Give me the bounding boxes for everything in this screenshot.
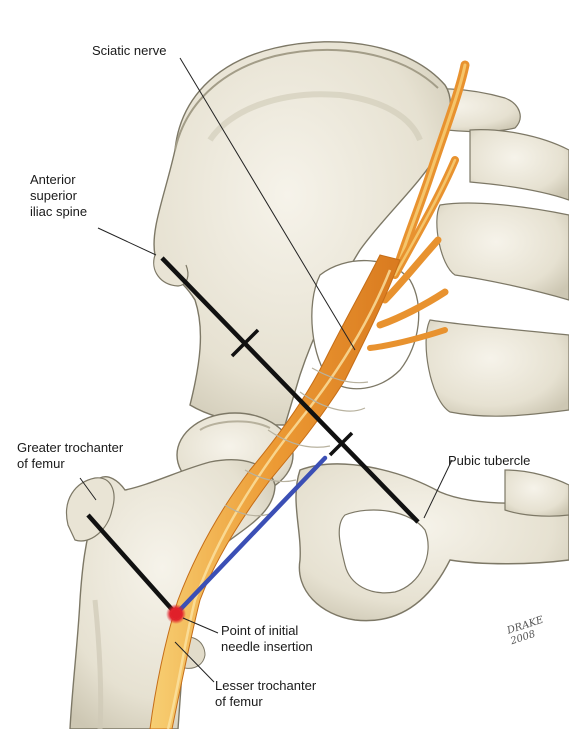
label-greater-trochanter-line1: Greater trochanter (17, 440, 123, 456)
label-asis-line1: Anterior (30, 172, 87, 188)
label-insertion-point-line1: Point of initial (221, 623, 313, 639)
label-lesser-trochanter-line1: Lesser trochanter (215, 678, 316, 694)
label-sciatic-nerve: Sciatic nerve (92, 43, 166, 59)
label-insertion-point: Point of initial needle insertion (221, 623, 313, 655)
label-asis: Anterior superior iliac spine (30, 172, 87, 220)
label-pubic-tubercle: Pubic tubercle (448, 453, 530, 469)
label-insertion-point-line2: needle insertion (221, 639, 313, 655)
label-lesser-trochanter: Lesser trochanter of femur (215, 678, 316, 710)
label-asis-line3: iliac spine (30, 204, 87, 220)
label-asis-line2: superior (30, 188, 87, 204)
insertion-point-marker (166, 604, 186, 624)
pubis (296, 464, 569, 621)
label-greater-trochanter: Greater trochanter of femur (17, 440, 123, 472)
label-lesser-trochanter-line2: of femur (215, 694, 316, 710)
label-greater-trochanter-line2: of femur (17, 456, 123, 472)
